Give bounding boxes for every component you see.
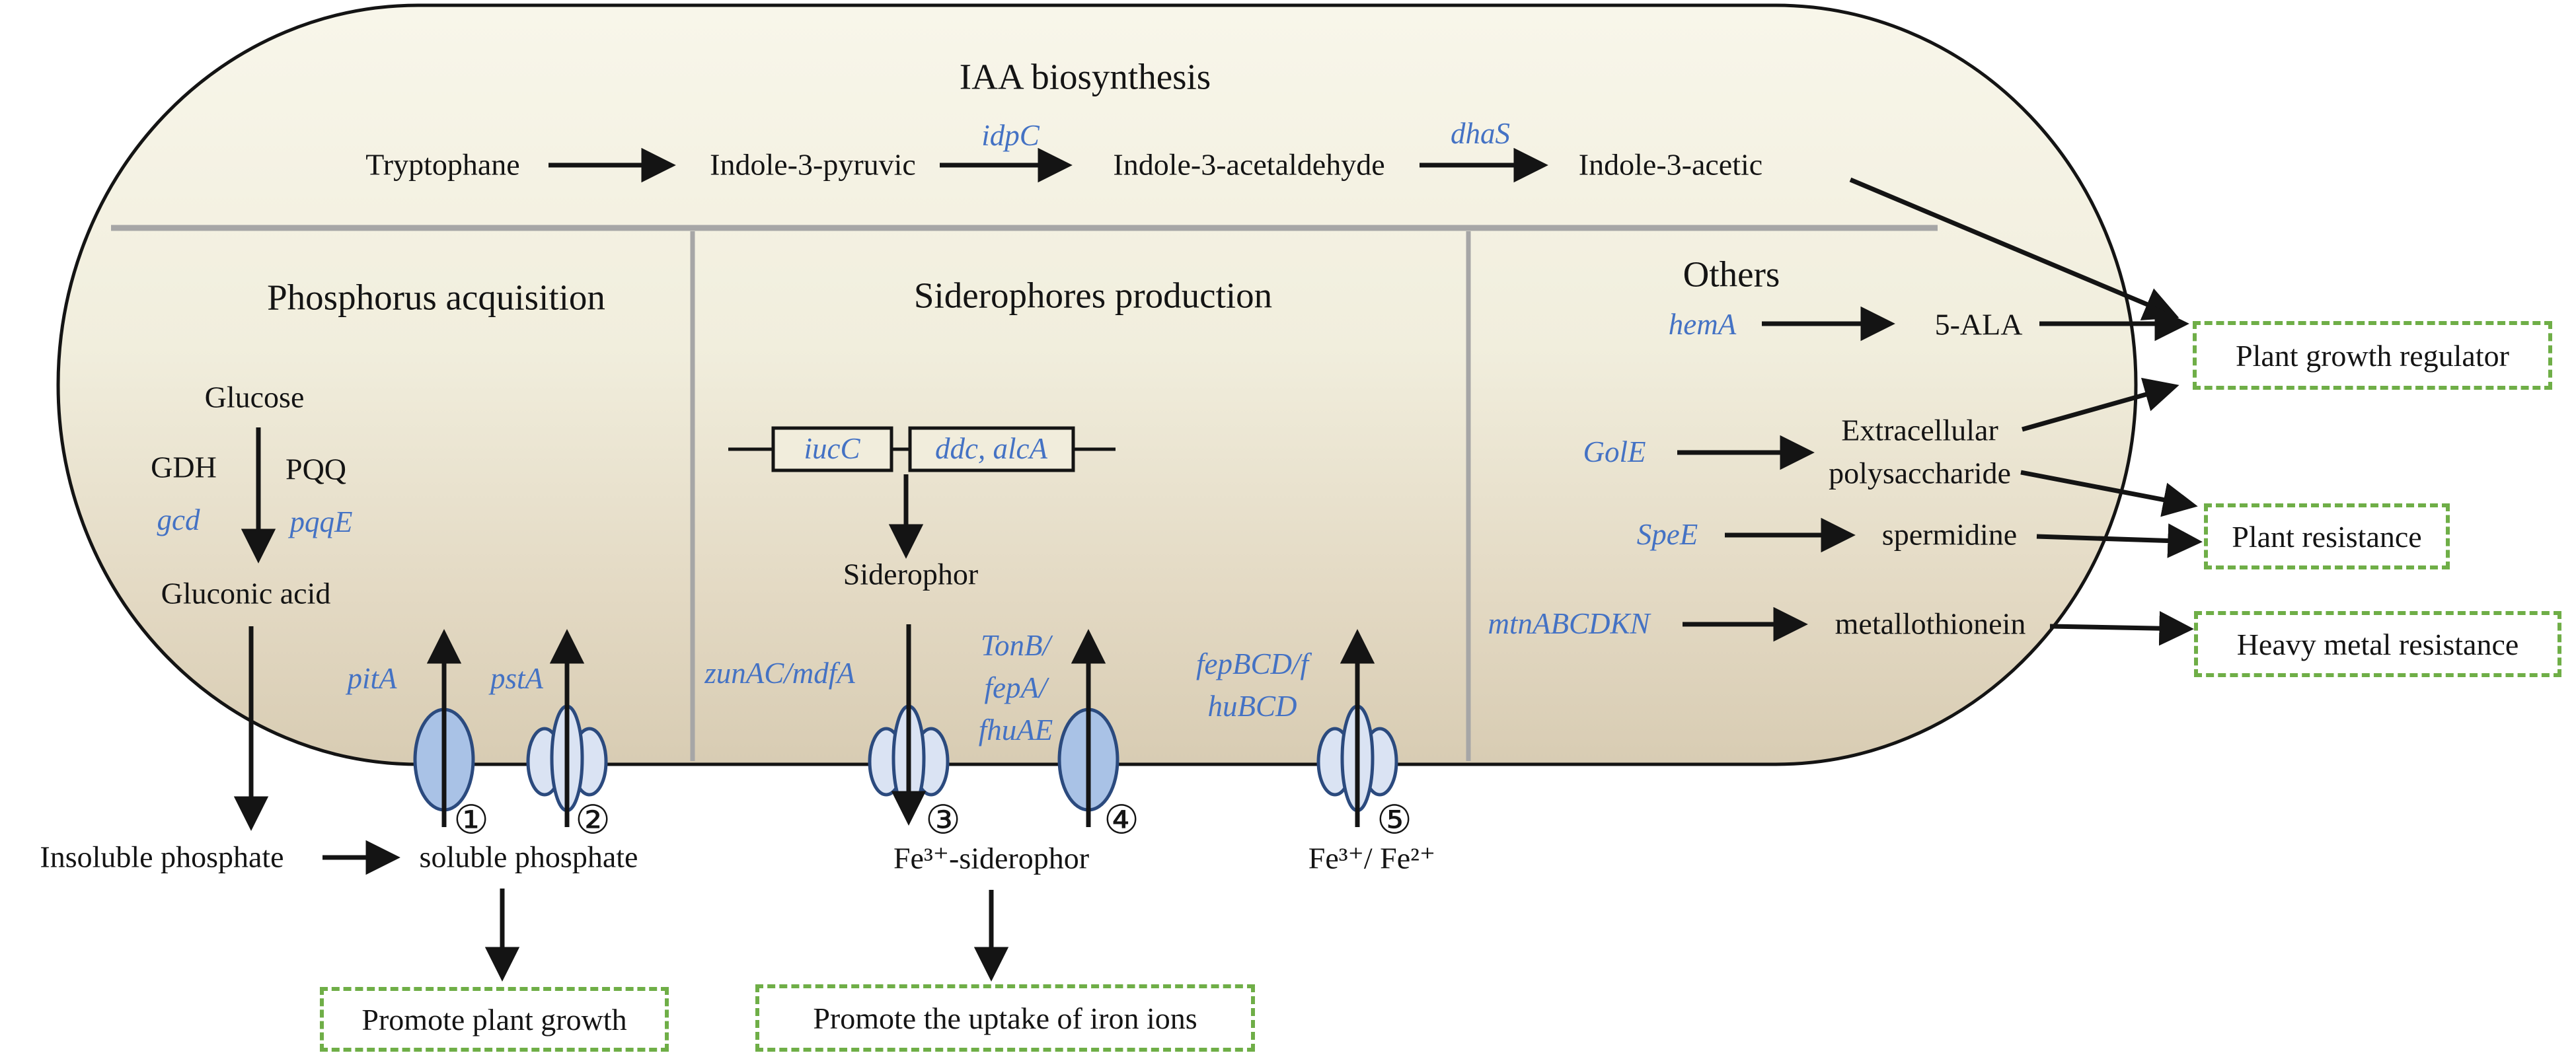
outcome-promote-iron-uptake: Promote the uptake of iron ions [755, 984, 1255, 1052]
node-indole-3-pyruvic: Indole-3-pyruvic [710, 147, 916, 182]
gene-zunAC-mdfA: zunAC/mdfA [704, 657, 855, 690]
gene-pstA: pstA [490, 662, 544, 696]
transporter-number-1: ① [453, 797, 489, 844]
membrane-transporters [413, 704, 1398, 813]
arrow-polysaccharide-to-regulator [2022, 377, 2179, 432]
gene-golE: GolE [1583, 435, 1646, 469]
node-spermidine: spermidine [1881, 517, 2018, 552]
node-tryptophane: Tryptophane [365, 147, 520, 182]
others-section-title: Others [1683, 254, 1780, 295]
arrow-metallothionein-to-heavy-metal [2049, 610, 2194, 646]
node-soluble-phosphate: soluble phosphate [419, 840, 638, 874]
node-siderophor: Siderophor [843, 557, 979, 591]
node-indole-3-acetaldehyde: Indole-3-acetaldehyde [1113, 147, 1385, 182]
transporter-number-4: ④ [1104, 797, 1139, 844]
node-gluconic-acid: Gluconic acid [161, 576, 331, 610]
gene-gcd: gcd [157, 503, 200, 537]
gene-mtnABCDKN: mtnABCDKN [1488, 607, 1650, 641]
arrow-iaa-to-plant-growth-regulator [1849, 177, 2179, 320]
gene-dhaS: dhaS [1451, 117, 1510, 151]
outcome-promote-plant-growth: Promote plant growth [320, 987, 669, 1052]
siderophore-operon [728, 426, 1116, 472]
pathway-arrows [233, 147, 2203, 982]
outcome-heavy-metal-resistance: Heavy metal resistance [2194, 611, 2561, 677]
iaa-section-title: IAA biosynthesis [959, 56, 1211, 97]
node-5-ala: 5-ALA [1934, 307, 2023, 342]
gene-speE: SpeE [1636, 518, 1698, 552]
outcome-plant-resistance: Plant resistance [2204, 503, 2450, 569]
operon-box-ddc-alcA [908, 426, 1075, 472]
node-gdh: GDH [151, 450, 217, 484]
arrow-polysaccharide-to-resistance [2020, 470, 2198, 517]
node-glucose: Glucose [204, 380, 305, 414]
node-metallothionein: metallothionein [1835, 606, 2026, 641]
gene-hemA: hemA [1668, 308, 1737, 342]
siderophores-section-title: Siderophores production [913, 275, 1273, 316]
transporter-number-5: ⑤ [1377, 797, 1412, 844]
gene-tonB-fepA-fhuAE: TonB/ fepA/ fhuAE [978, 629, 1053, 746]
node-extracellular-polysaccharide: Extracellular polysaccharide [1829, 413, 2011, 490]
operon-box-iucC [771, 426, 893, 472]
gene-pqqE: pqqE [289, 505, 353, 539]
bacterial-cell-membrane [56, 3, 2138, 766]
transporter-number-3: ③ [925, 797, 961, 844]
arrow-spermidine-to-resistance [2036, 523, 2203, 558]
node-pqq: PQQ [285, 452, 347, 486]
node-insoluble-phosphate: Insoluble phosphate [40, 840, 284, 874]
section-dividers [111, 225, 1938, 761]
gene-pitA: pitA [347, 662, 397, 696]
gene-fepBCD-fhuBCD: fepBCD/f huBCD [1196, 647, 1308, 723]
gene-idpC: idpC [981, 119, 1040, 153]
node-indole-3-acetic: Indole-3-acetic [1578, 147, 1763, 182]
gene-iucC: iucC [804, 432, 860, 466]
node-fe3-fe2: Fe³⁺/ Fe²⁺ [1308, 841, 1436, 875]
phosphorus-section-title: Phosphorus acquisition [267, 277, 605, 318]
transporter-number-2: ② [575, 797, 611, 844]
outcome-plant-growth-regulator: Plant growth regulator [2193, 321, 2552, 390]
gene-ddc-alcA: ddc, alcA [935, 432, 1047, 466]
node-fe-siderophor: Fe³⁺-siderophor [893, 841, 1090, 875]
transporter-zunAC-mdfA [868, 704, 950, 813]
